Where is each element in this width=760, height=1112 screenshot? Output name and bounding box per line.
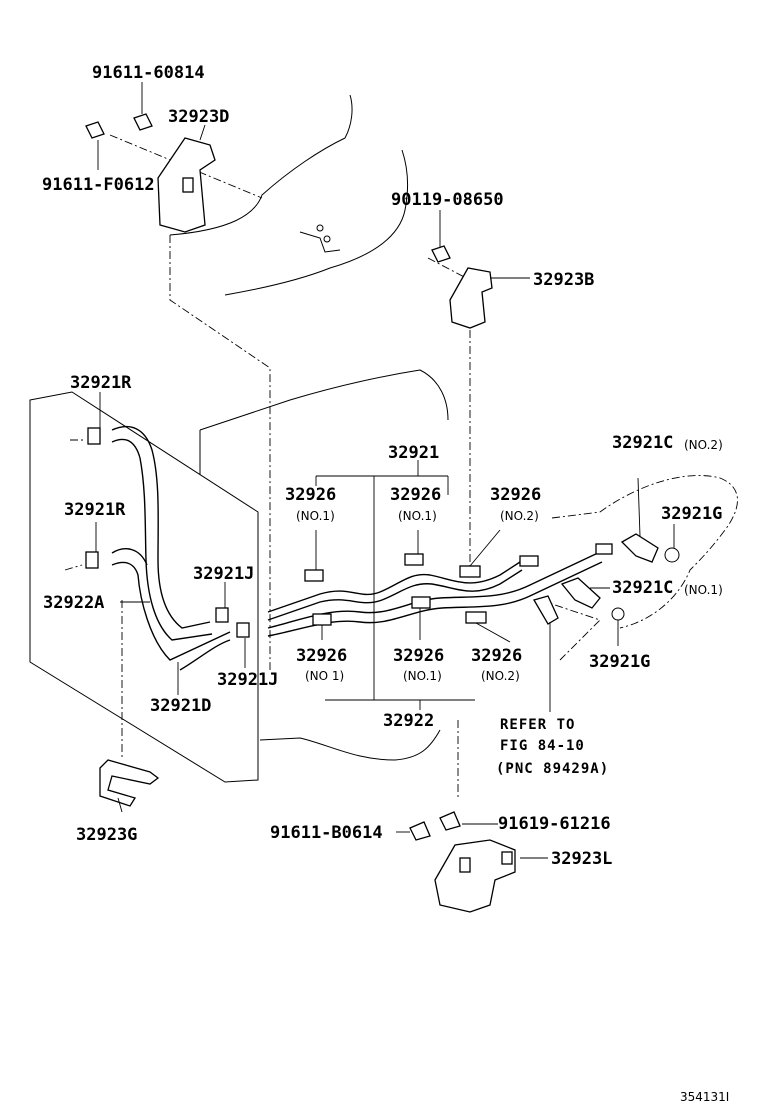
clamp-block-l1 [312,613,332,626]
label-bracket-d: 32923D [168,107,229,127]
label-union-c-no2-sub: (NO.2) [684,438,723,452]
label-bolt-f0612: 91611-F0612 [42,175,155,195]
label-bolt-08650: 90119-08650 [391,190,504,210]
label-hose-a: 32922A [43,593,104,613]
bracket-b [431,245,493,329]
label-hose-d: 32921D [150,696,211,716]
label-hose-j-lower: 32921J [217,670,278,690]
label-clamp-lower-2-sub: (NO.1) [403,669,442,683]
union-fittings [533,533,680,625]
cooler-tubes [267,543,613,637]
bracket-g [99,759,160,807]
tube-fitting-2 [595,543,613,555]
illustration-number: 354131I [680,1090,729,1104]
label-bolt-61216: 91619-61216 [498,814,611,834]
engine-outline [169,94,449,761]
hose-assembly [85,425,250,671]
hose-clamp-j-upper [215,607,229,623]
hose-clamp-upper [87,427,101,445]
label-tube-32922: 32922 [383,711,434,731]
label-union-c-no1: 32921C [612,578,673,598]
clamp-block-u2 [404,553,424,566]
label-clamp-upper-1-sub: (NO.1) [296,509,335,523]
label-hose-r-lower: 32921R [64,500,126,520]
label-union-c-no1-sub: (NO.1) [684,583,723,597]
clamp-block-l3 [465,611,487,624]
label-bolt-60814: 91611-60814 [92,63,205,83]
label-clamp-lower-3-sub: (NO.2) [481,669,520,683]
label-clamp-upper-3-sub: (NO.2) [500,509,539,523]
label-hose-r-upper: 32921R [70,373,132,393]
bracket-l [409,811,516,913]
refer-line-3: (PNC 89429A) [496,761,609,777]
hose-clamp-lower [85,551,99,569]
radiator-panel [29,391,259,783]
label-gasket-g-upper: 32921G [661,504,722,524]
bracket-d [85,113,216,233]
clamp-block-u1 [304,569,324,582]
leader-lines [95,82,675,859]
label-clamp-upper-1: 32926 [285,485,336,505]
label-bracket-b: 32923B [533,270,594,290]
refer-line-1: REFER TO [500,717,575,733]
refer-line-2: FIG 84-10 [500,738,585,754]
label-gasket-g-lower: 32921G [589,652,650,672]
label-clamp-lower-2: 32926 [393,646,444,666]
label-bracket-l: 32923L [551,849,612,869]
label-clamp-upper-2-sub: (NO.1) [398,509,437,523]
label-clamp-upper-2: 32926 [390,485,441,505]
label-bolt-b0614: 91611-B0614 [270,823,383,843]
hose-clamp-j-lower [236,622,250,638]
label-hose-j-upper: 32921J [193,564,254,584]
clamp-block-u3 [459,565,481,578]
part-labels: 91611-60814 32923D 91611-F0612 90119-086… [42,63,729,1104]
label-clamp-lower-3: 32926 [471,646,522,666]
label-tube-32921: 32921 [388,443,439,463]
label-clamp-upper-3: 32926 [490,485,541,505]
tube-fitting-1 [519,555,539,567]
label-union-c-no2: 32921C [612,433,673,453]
clamp-block-l2 [411,596,431,609]
label-clamp-lower-1: 32926 [296,646,347,666]
label-bracket-g: 32923G [76,825,137,845]
label-clamp-lower-1-sub: (NO 1) [305,669,344,683]
